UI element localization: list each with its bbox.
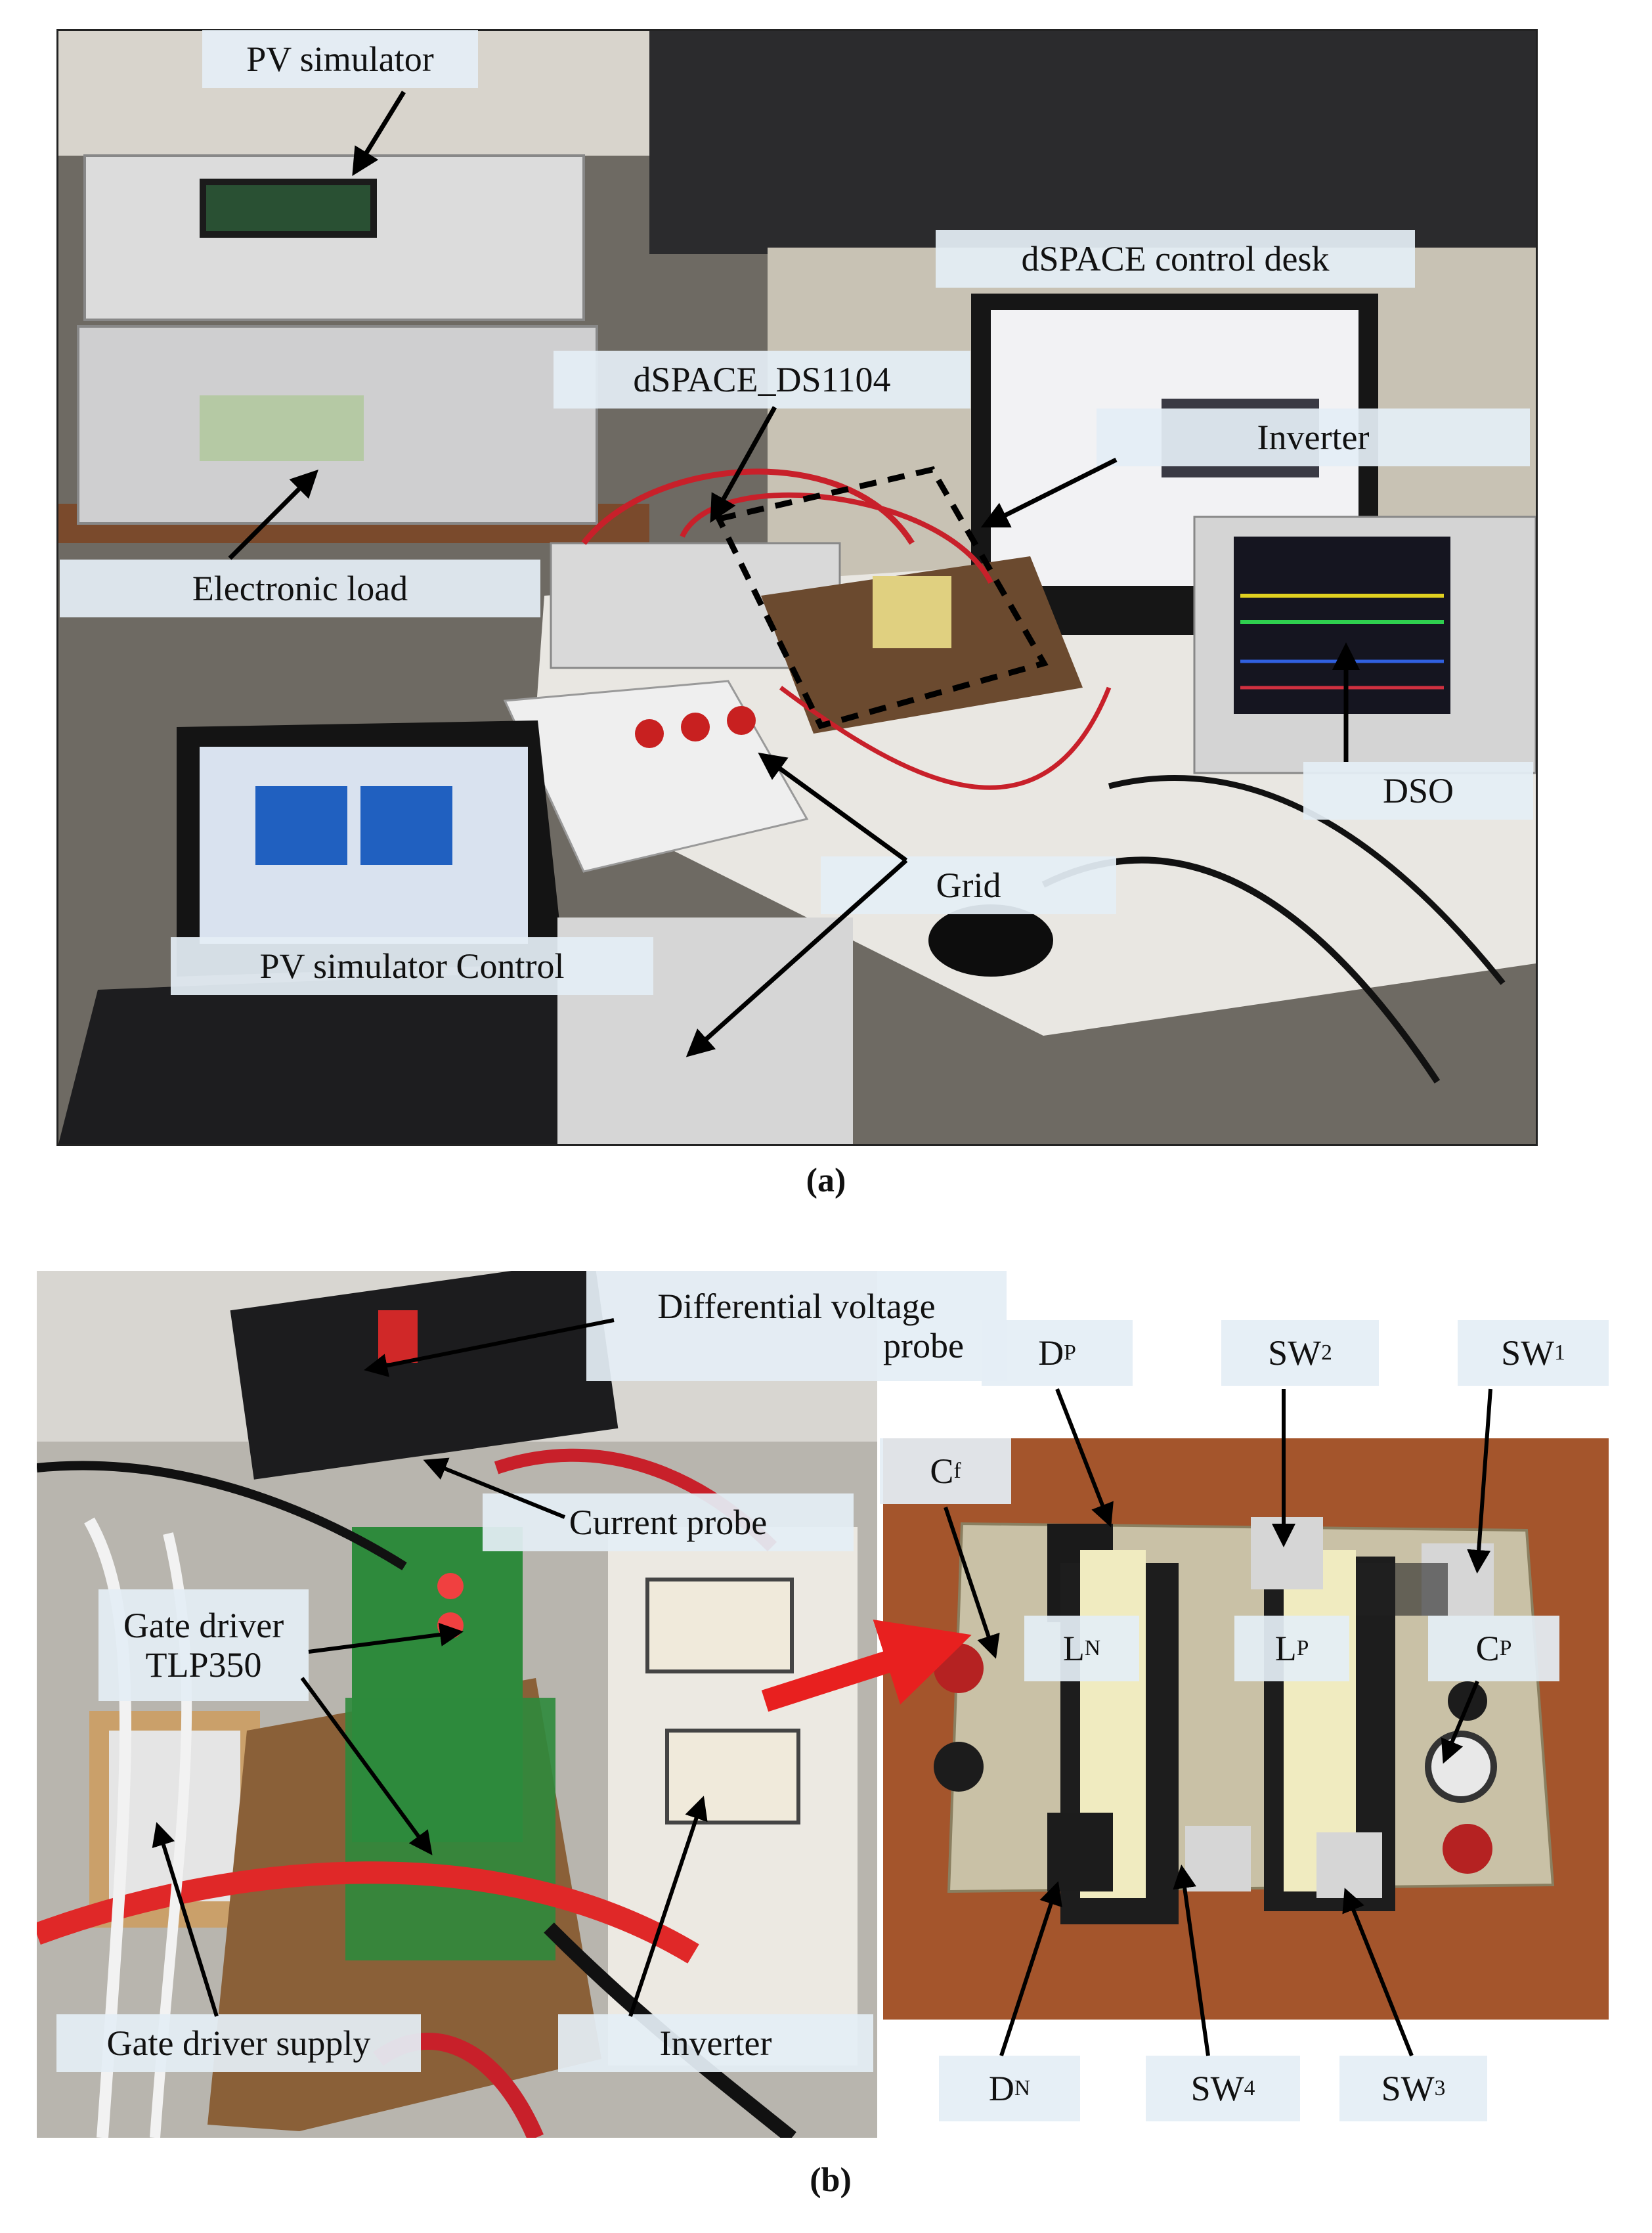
label-sw1-main: SW [1501, 1333, 1555, 1373]
label-gate-driver-line2: TLP350 [145, 1645, 262, 1685]
label-sw3-sub: 3 [1434, 2076, 1446, 2101]
label-sw4-sub: 4 [1244, 2076, 1255, 2101]
label-cp-sub: P [1499, 1636, 1512, 1661]
label-sw2-sub: 2 [1321, 1340, 1332, 1365]
label-dn-sub: N [1014, 2076, 1031, 2101]
label-inverter-a: Inverter [1097, 409, 1530, 466]
label-inverter-b: Inverter [558, 2014, 873, 2072]
caption-a: (a) [806, 1162, 846, 1199]
label-gate-driver-tlp350: Gate driver TLP350 [98, 1589, 309, 1701]
label-ln-main: L [1062, 1629, 1085, 1668]
label-lp-sub: P [1296, 1636, 1309, 1661]
label-cp-main: C [1475, 1629, 1500, 1668]
caption-b: (b) [810, 2161, 852, 2199]
label-ln-sub: N [1084, 1636, 1101, 1661]
label-sw1-sub: 1 [1554, 1340, 1565, 1365]
label-current-probe: Current probe [483, 1493, 854, 1551]
label-dspace-ds1104: dSPACE_DS1104 [554, 351, 970, 409]
label-sw2-main: SW [1268, 1333, 1322, 1373]
label-gate-driver-supply: Gate driver supply [56, 2014, 421, 2072]
label-differential-voltage-probe: Differential voltage probe [586, 1271, 1007, 1381]
label-differential-voltage-probe-line1: Differential voltage [657, 1286, 936, 1326]
inverter-closeup-photo [37, 1271, 877, 2138]
label-lp-main: L [1274, 1629, 1297, 1668]
label-cf-main: C [930, 1451, 954, 1491]
inverter-pcb-photo [883, 1438, 1609, 2020]
label-dso: DSO [1303, 762, 1533, 820]
label-dn-main: D [988, 2069, 1014, 2108]
label-dp-sub: P [1064, 1340, 1076, 1365]
label-gate-driver-line1: Gate driver [123, 1605, 284, 1645]
label-cf-sub: f [953, 1459, 961, 1484]
label-dspace-control-desk: dSPACE control desk [936, 230, 1415, 288]
label-dp-main: D [1038, 1333, 1064, 1373]
label-sw3-main: SW [1381, 2069, 1435, 2108]
label-sw4-main: SW [1190, 2069, 1244, 2108]
label-differential-voltage-probe-line2: probe [883, 1326, 964, 1365]
label-electronic-load: Electronic load [60, 560, 540, 617]
label-grid: Grid [821, 856, 1116, 914]
label-pv-simulator-control: PV simulator Control [171, 937, 653, 995]
label-pv-simulator: PV simulator [202, 30, 478, 88]
